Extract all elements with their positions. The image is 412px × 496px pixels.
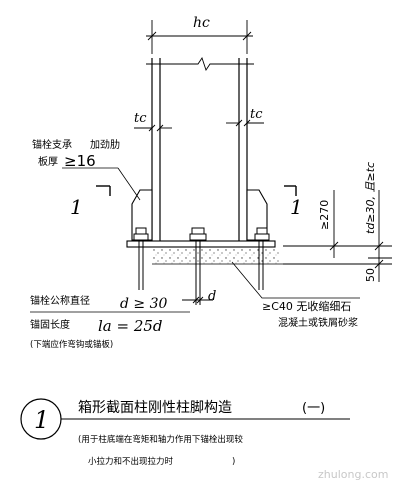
right-dimension-lines: [283, 190, 392, 282]
td-label: td≥30, 且≥tc: [364, 162, 377, 234]
column-break-line: [146, 56, 254, 72]
anchor-bolt-middle: [189, 227, 207, 305]
d-label: d: [208, 289, 216, 304]
tc-left-dimension: [134, 124, 172, 132]
section-mark-left: [96, 185, 111, 196]
grout-layer: [152, 248, 280, 264]
anchor-len-label: 锚固长度: [30, 318, 70, 331]
height-270-label: ≥270: [318, 200, 331, 230]
note-close: ): [232, 457, 235, 467]
column-right-wall: [238, 58, 248, 247]
tc-right-dimension: [226, 119, 264, 127]
grout-spec2-text: 混凝土或铁屑砂浆: [278, 316, 358, 329]
grout-spec-text: ≥C40 无收缩细石: [262, 299, 351, 313]
section-mark-right: [284, 185, 297, 196]
note-line-1: (用于柱底端在弯矩和轴力作用下锚栓出现较: [78, 434, 243, 445]
hc-dimension: [146, 20, 253, 54]
title-variant: (一): [302, 401, 325, 416]
anchor-len-value: la = 25d: [98, 317, 163, 335]
stiffener-text: 加劲肋: [90, 138, 120, 151]
column-left-wall: [151, 58, 161, 247]
base-plate: [126, 240, 276, 248]
anchor-len-note: (下端应作弯钩或锚板): [30, 339, 113, 350]
watermark: zhulong.com: [318, 468, 388, 481]
anchor-bolt-right: [254, 227, 270, 290]
title-text: 箱形截面柱刚性柱脚构造: [78, 400, 232, 416]
d-dimension: [182, 296, 213, 304]
grout-50-label: 50: [364, 268, 377, 282]
note-line-2: 小拉力和不出现拉力时: [88, 456, 174, 467]
anchor-bolt-left: [133, 227, 149, 290]
anchor-dia-value: d ≥ 30: [120, 296, 168, 312]
hc-label: hc: [193, 15, 210, 31]
stiffener-leader: [62, 167, 141, 201]
min-thickness-text: ≥16: [64, 152, 96, 170]
plate-thickness-text: 板厚: [38, 155, 58, 168]
grout-leader: [231, 261, 360, 299]
section-mark-left-label: 1: [70, 195, 83, 219]
tc-right-label: tc: [250, 107, 263, 122]
section-mark-right-label: 1: [290, 195, 303, 219]
anchor-dia-label: 锚栓公称直径: [30, 294, 90, 307]
detail-number: 1: [34, 406, 49, 434]
tc-left-label: tc: [134, 111, 147, 126]
anchor-support-text: 锚栓支承: [32, 138, 72, 151]
